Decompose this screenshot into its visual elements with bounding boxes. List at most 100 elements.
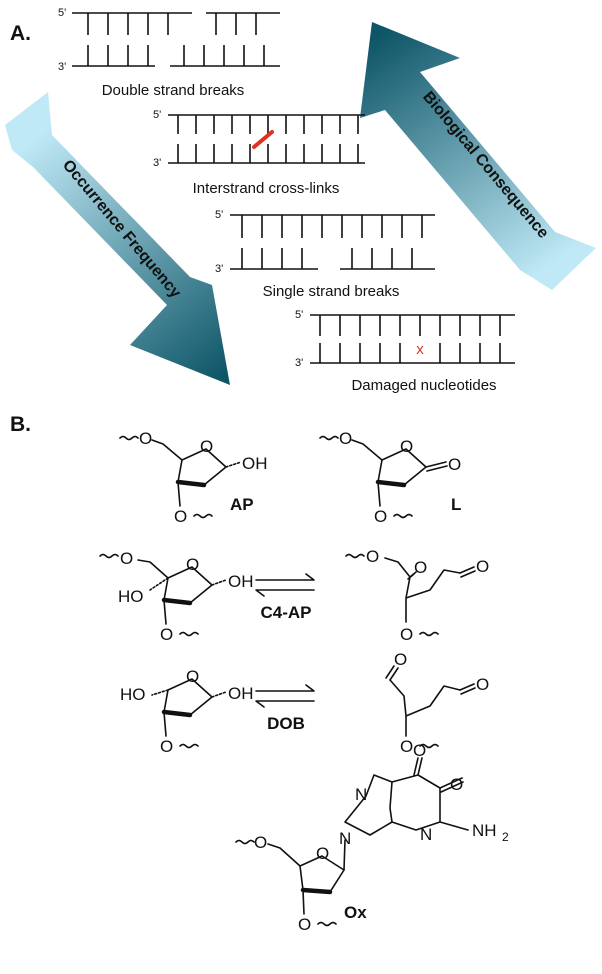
ox-n9: N xyxy=(339,829,351,848)
dob-dashed xyxy=(151,689,227,698)
ap-ring xyxy=(177,448,227,486)
l-bonds xyxy=(351,439,448,507)
c4ap-open-ald xyxy=(459,566,476,578)
ssb-5prime: 5' xyxy=(215,209,223,221)
ap-name: AP xyxy=(230,495,254,514)
ap-ring-bold xyxy=(175,479,207,488)
equilibrium-c4ap: C4-AP xyxy=(255,573,315,622)
ssb-caption: Single strand breaks xyxy=(263,283,400,300)
dsb-caption: Double strand breaks xyxy=(102,82,245,99)
icl-bottom-strand xyxy=(168,144,365,164)
dob-ring-bold xyxy=(161,709,193,718)
ap-ring-o: O xyxy=(200,437,213,456)
dob-o3: O xyxy=(160,737,173,756)
lesion-damaged-nucleotides: 5' 3' x Damaged nucleotides xyxy=(295,309,515,394)
structure-dob-cyclic: HO O OH O xyxy=(120,667,254,756)
c4ap-open-ald-o: O xyxy=(476,557,489,576)
equilibrium-dob: DOB xyxy=(255,684,315,733)
biological-consequence-arrow-shape xyxy=(360,22,596,290)
c4ap-eq-arrows xyxy=(255,573,315,597)
c4ap-open-o5: O xyxy=(366,547,379,566)
c4ap-open-keto-o: O xyxy=(414,558,427,577)
dsb-3prime: 3' xyxy=(58,61,66,73)
structure-ox: O N O N N NH 2 O O O Ox xyxy=(235,741,509,934)
structure-c4ap-open: O O O O xyxy=(345,547,489,644)
c4ap-ring xyxy=(163,566,213,604)
ox-o5: O xyxy=(254,833,267,852)
dn-bottom-strand xyxy=(310,343,515,364)
ox-n3: N xyxy=(420,825,432,844)
c4ap-open-o3: O xyxy=(400,625,413,644)
c4ap-open-wavy-3 xyxy=(419,631,439,637)
icl-3prime: 3' xyxy=(153,157,161,169)
c4ap-wavy-5 xyxy=(99,553,119,559)
l-name: L xyxy=(451,495,461,514)
ox-sugar-bold xyxy=(300,887,333,895)
biological-consequence-arrow: Biological Consequence xyxy=(360,22,596,290)
dob-name: DOB xyxy=(267,714,305,733)
ox-carbonyl-o: O xyxy=(413,741,426,760)
lesion-single-strand-breaks: 5' 3' Single strand breaks xyxy=(215,209,435,300)
l-ring-bold xyxy=(375,479,407,488)
l-o5: O xyxy=(339,429,352,448)
panel-a-label: A. xyxy=(10,22,31,45)
icl-caption: Interstrand cross-links xyxy=(193,180,340,197)
dob-open-ald-o2: O xyxy=(476,675,489,694)
ox-wavy-5 xyxy=(235,839,255,845)
crosslink-mark xyxy=(252,130,274,149)
dob-open-o3: O xyxy=(400,737,413,756)
ap-bonds xyxy=(151,439,183,507)
c4ap-o3: O xyxy=(160,625,173,644)
ox-ring-o: O xyxy=(316,844,329,863)
dsb-bottom-strand xyxy=(72,45,280,67)
dob-wavy-3 xyxy=(179,743,199,749)
structure-ap: O O OH O AP xyxy=(119,429,268,526)
ox-name: Ox xyxy=(344,903,367,922)
structure-dob-open: O O O xyxy=(385,650,489,756)
c4ap-bonds xyxy=(137,559,169,625)
dob-open-ald xyxy=(385,665,476,695)
dn-3prime: 3' xyxy=(295,357,303,369)
ox-nh-subscript: 2 xyxy=(502,830,509,844)
l-wavy-3 xyxy=(393,513,413,519)
l-o3: O xyxy=(374,507,387,526)
l-carbonyl-o: O xyxy=(448,455,461,474)
c4ap-ho: HO xyxy=(118,587,144,606)
dn-top-strand xyxy=(310,314,515,336)
dsb-top-strand xyxy=(72,12,280,35)
dob-ring-o: O xyxy=(186,667,199,686)
ap-oh: OH xyxy=(242,454,268,473)
ox-o1: O xyxy=(450,775,463,794)
ssb-top-strand xyxy=(230,214,435,238)
icl-top-strand xyxy=(168,114,365,134)
dob-ring xyxy=(163,678,213,716)
ox-base-bonds xyxy=(344,757,469,836)
c4ap-open-wavy-5 xyxy=(345,553,365,559)
dob-eq-arrows xyxy=(255,684,315,708)
ox-sugar-bonds xyxy=(267,843,305,915)
dob-open-ald-o1: O xyxy=(394,650,407,669)
lesion-interstrand-crosslinks: 5' 3' Interstrand cross-links xyxy=(153,109,365,197)
dob-open-bonds xyxy=(389,679,461,737)
dob-open-wavy-3 xyxy=(419,743,439,749)
ox-o3: O xyxy=(298,915,311,934)
dn-5prime: 5' xyxy=(295,309,303,321)
l-ring-o: O xyxy=(400,437,413,456)
dsb-5prime: 5' xyxy=(58,7,66,19)
c4ap-open-bonds xyxy=(384,557,461,623)
ssb-3prime: 3' xyxy=(215,263,223,275)
c4ap-o5: O xyxy=(120,549,133,568)
damaged-nucleotide-marker: x xyxy=(416,341,424,358)
ap-o3: O xyxy=(174,507,187,526)
ox-amino: NH 2 xyxy=(472,821,509,844)
occurrence-frequency-arrow: Occurrence Frequency xyxy=(5,92,230,385)
lesion-double-strand-breaks: 5' 3' Double strand breaks xyxy=(58,7,280,99)
ap-wavy-3 xyxy=(193,513,213,519)
ap-c1-oh xyxy=(225,461,242,468)
ox-nh: NH xyxy=(472,821,497,840)
c4ap-dashed xyxy=(149,577,227,591)
c4ap-ring-bold xyxy=(161,597,193,606)
occurrence-frequency-arrow-shape xyxy=(5,92,230,385)
dob-oh: OH xyxy=(228,684,254,703)
